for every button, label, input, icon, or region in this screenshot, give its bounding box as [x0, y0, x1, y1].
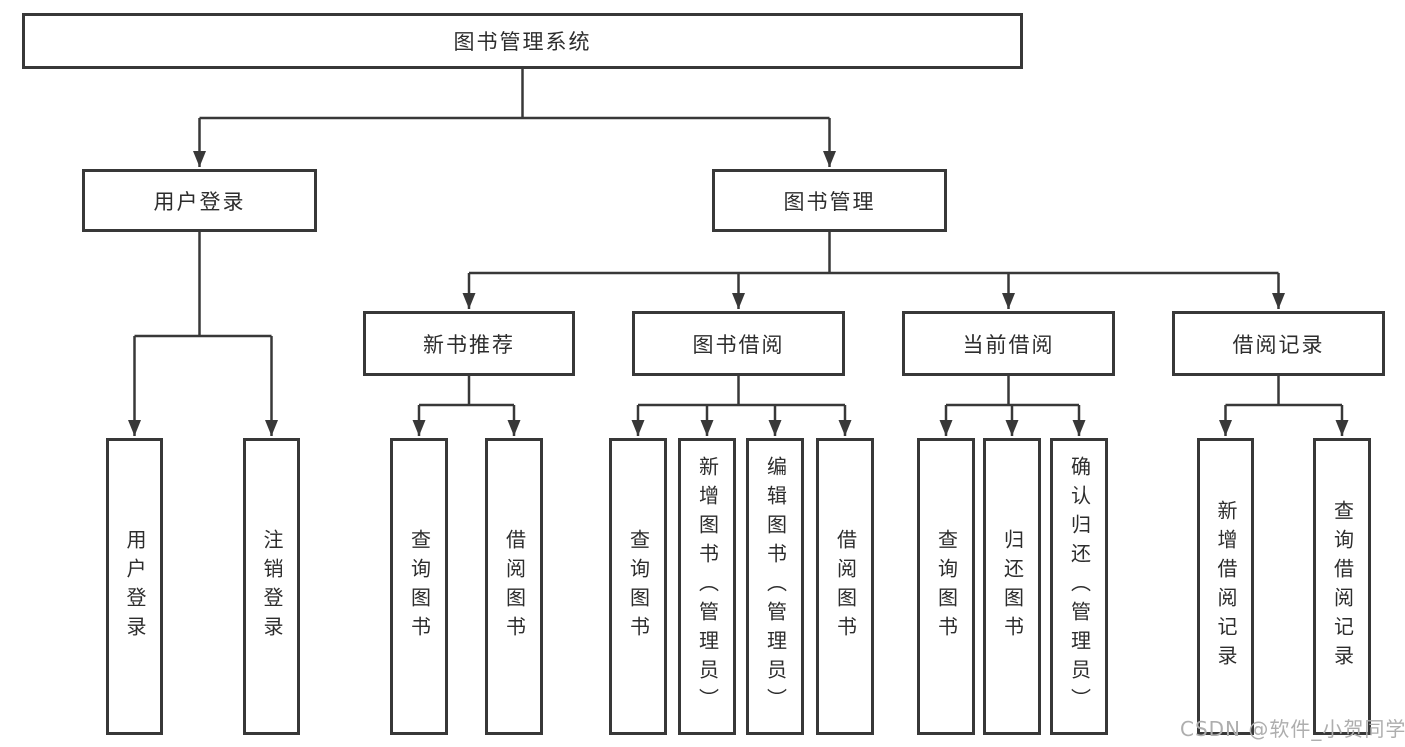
node-label: 查询图书	[934, 528, 959, 645]
node-label: 查询借阅记录	[1330, 499, 1355, 674]
node-label: 借阅图书	[502, 528, 527, 645]
node-label: 借阅记录	[1232, 332, 1325, 357]
leaf-query-books-1: 查询图书	[390, 438, 448, 735]
node-label: 编辑图书（管理员）	[763, 456, 788, 717]
node-new-book-recommend: 新书推荐	[363, 311, 575, 376]
node-label: 新增图书（管理员）	[695, 456, 720, 717]
leaf-query-borrow-record: 查询借阅记录	[1313, 438, 1371, 735]
leaf-return-book: 归还图书	[983, 438, 1041, 735]
leaf-query-books-2: 查询图书	[609, 438, 667, 735]
node-borrow-records: 借阅记录	[1172, 311, 1385, 376]
leaf-add-borrow-record: 新增借阅记录	[1197, 438, 1254, 735]
csdn-watermark: CSDN @软件_小贺同学	[1180, 717, 1405, 741]
node-root: 图书管理系统	[22, 13, 1023, 69]
node-label: 图书借阅	[692, 332, 785, 357]
leaf-user-login: 用户登录	[106, 438, 163, 735]
node-label: 确认归还（管理员）	[1067, 456, 1092, 717]
node-book-borrow: 图书借阅	[632, 311, 845, 376]
leaf-logout: 注销登录	[243, 438, 300, 735]
node-label: 用户登录	[123, 528, 147, 645]
leaf-confirm-return-admin: 确认归还（管理员）	[1050, 438, 1108, 735]
leaf-edit-book-admin: 编辑图书（管理员）	[746, 438, 804, 735]
node-label: 新书推荐	[423, 332, 515, 357]
node-label: 用户登录	[153, 189, 246, 214]
node-label: 新增借阅记录	[1214, 499, 1238, 674]
node-label: 查询图书	[407, 528, 432, 645]
node-label: 图书管理	[783, 189, 876, 214]
leaf-query-books-3: 查询图书	[917, 438, 975, 735]
node-user-login: 用户登录	[82, 169, 317, 232]
node-label: 归还图书	[1000, 528, 1025, 645]
leaf-borrow-books-2: 借阅图书	[816, 438, 874, 735]
leaf-add-book-admin: 新增图书（管理员）	[678, 438, 736, 735]
node-label: 注销登录	[260, 528, 284, 645]
node-book-management: 图书管理	[712, 169, 947, 232]
leaf-borrow-books-1: 借阅图书	[485, 438, 543, 735]
node-label: 借阅图书	[833, 528, 858, 645]
node-label: 查询图书	[626, 528, 651, 645]
node-current-borrow: 当前借阅	[902, 311, 1115, 376]
node-label: 当前借阅	[962, 332, 1055, 357]
node-label: 图书管理系统	[453, 30, 592, 54]
